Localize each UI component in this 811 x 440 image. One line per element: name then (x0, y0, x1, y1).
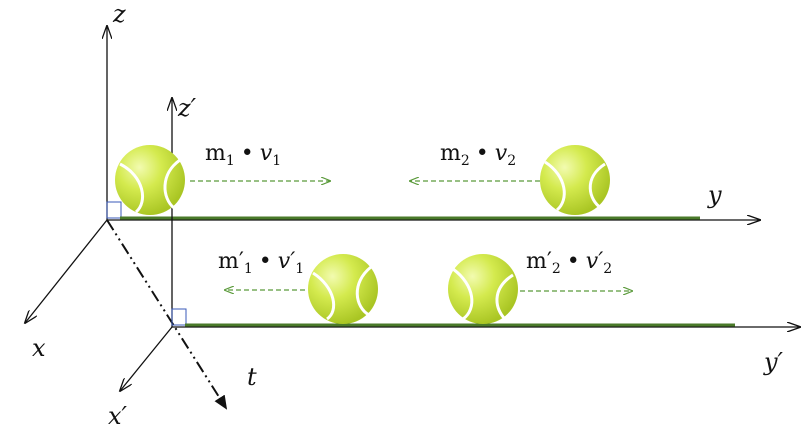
tennis-ball-icon (308, 254, 378, 324)
momentum-label-upper-left: m1•v1 (205, 141, 281, 169)
label-z: z (112, 0, 126, 28)
label-t: t (247, 363, 257, 391)
label-x: x (32, 334, 46, 362)
tennis-ball-icon (540, 145, 610, 215)
momentum-label-upper-right: m2•v2 (440, 141, 516, 169)
x-prime-axis (120, 326, 173, 391)
tennis-ball-icon (115, 145, 185, 215)
label-z-prime: z′ (177, 94, 197, 122)
right-angle-marker-lower (171, 308, 187, 326)
label-y: y (707, 181, 722, 209)
tennis-ball-icon (448, 254, 518, 324)
t-axis (106, 219, 228, 410)
momentum-label-lower-left: m′1•v′1 (218, 249, 304, 277)
right-angle-marker-upper (106, 201, 122, 219)
momentum-label-lower-right: m′2•v′2 (526, 249, 612, 277)
label-y-prime: y′ (763, 348, 784, 376)
label-x-prime: x′ (108, 402, 128, 430)
x-axis (25, 219, 108, 323)
